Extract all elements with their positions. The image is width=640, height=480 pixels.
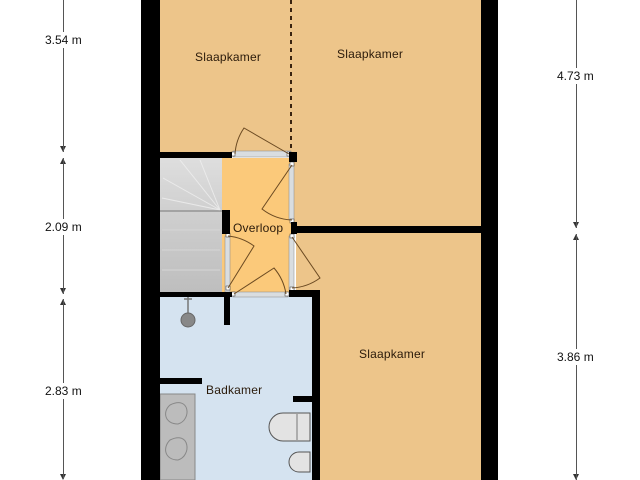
wall-stairs-landing — [222, 210, 230, 234]
wall-landing-top-left — [160, 152, 232, 158]
outer-wall-right — [481, 0, 498, 480]
room-label-bedroom-top-left: Slaapkamer — [195, 50, 262, 64]
room-label-landing: Overloop — [233, 221, 284, 235]
dimension-line-right-1 — [576, 0, 577, 228]
landing-area — [222, 158, 292, 296]
stairs — [160, 158, 222, 296]
room-label-bedroom-top-right: Slaapkamer — [337, 47, 404, 61]
dimension-label-left-1: 3.54 m — [45, 32, 82, 48]
outer-wall-left — [141, 0, 160, 480]
wall-bathroom-shower-stub — [224, 297, 230, 325]
wall-landing-bottom-right — [289, 290, 320, 297]
room-label-bathroom: Badkamer — [206, 383, 263, 397]
bedroom-top-right-area — [291, 0, 481, 226]
wall-bathroom-toilet-stub — [293, 396, 313, 402]
wall-landing-top-right — [289, 152, 297, 162]
wall-bathroom-left-stub — [160, 378, 202, 384]
dimension-line-left-1 — [63, 0, 64, 152]
dimension-label-left-2: 2.09 m — [45, 219, 82, 235]
dimension-label-right-1: 4.73 m — [557, 68, 594, 84]
bedroom-top-left-area — [160, 0, 291, 152]
wall-bedrooms-divider — [296, 226, 481, 233]
dimension-label-left-3: 2.83 m — [45, 383, 82, 399]
bedroom-bottom-right-area — [296, 232, 481, 480]
room-label-bedroom-bottom-right: Slaapkamer — [359, 347, 426, 361]
dimension-label-right-2: 3.86 m — [557, 349, 594, 365]
wall-landing-bottom-left — [160, 292, 232, 297]
wall-landing-right-mid — [291, 222, 297, 234]
wall-bathroom-right — [312, 290, 320, 480]
